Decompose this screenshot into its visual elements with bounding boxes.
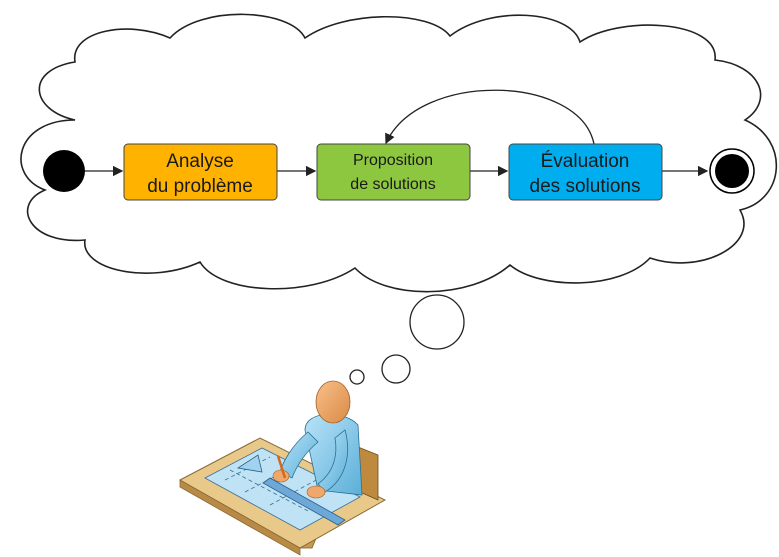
- straight-ruler: [262, 477, 346, 526]
- step-evaluation-box: [508, 143, 663, 201]
- person-arm-left: [279, 431, 319, 479]
- step-proposition-line1: Proposition: [353, 152, 433, 169]
- person-hand-right: [306, 485, 326, 499]
- thought-bubble-large: [409, 294, 465, 350]
- triangle-ruler: [236, 454, 263, 473]
- step-analyse: Analyse du problème: [123, 143, 278, 201]
- final-state: [715, 154, 749, 188]
- step-proposition-box: [316, 143, 471, 201]
- step-analyse-box: [123, 143, 278, 201]
- step-analyse-line1: Analyse: [166, 151, 234, 172]
- step-analyse-line2: du problème: [147, 176, 253, 197]
- person-head: [315, 380, 351, 424]
- step-proposition-line2: de solutions: [350, 176, 435, 193]
- thought-bubble-small: [349, 369, 365, 385]
- feedback-loop-arrow: [385, 89, 595, 145]
- step-proposition: Proposition de solutions: [316, 143, 471, 201]
- person-hand-left: [272, 469, 290, 483]
- pencil: [276, 455, 287, 479]
- step-evaluation-line2: des solutions: [530, 176, 641, 197]
- step-evaluation: Évaluation des solutions: [508, 143, 663, 201]
- person-drafting-illustration: [178, 380, 387, 556]
- step-evaluation-line1: Évaluation: [541, 151, 630, 172]
- initial-state: [43, 150, 85, 192]
- thought-bubble-medium: [381, 354, 411, 384]
- desk-edge: [179, 479, 301, 556]
